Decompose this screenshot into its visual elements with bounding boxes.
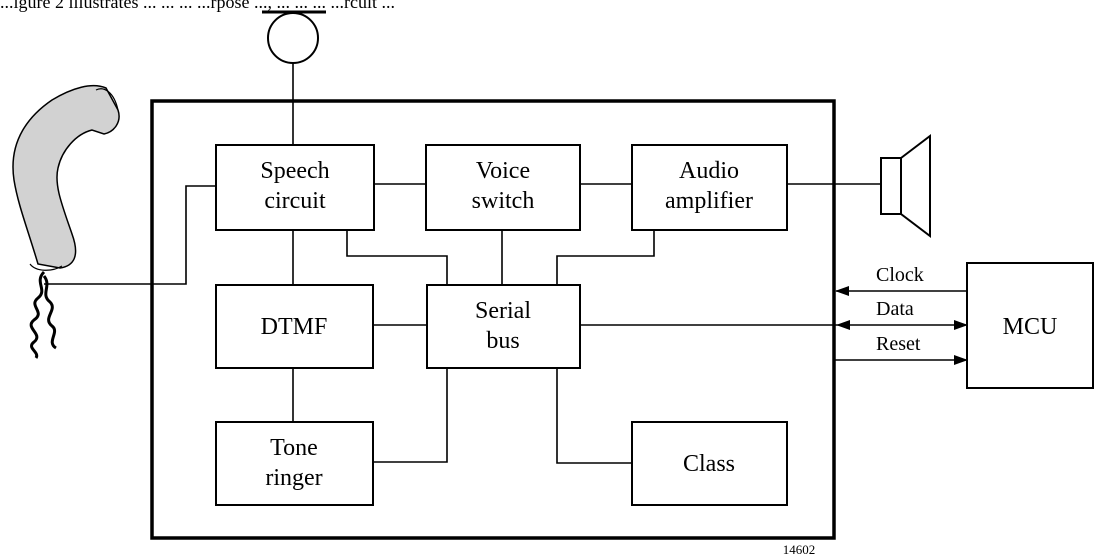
ic-boundary: [150, 99, 836, 540]
figure-caption: ...igure 2 illustrates ... ... ... ...rp…: [0, 0, 395, 12]
microphone-icon: [262, 10, 326, 64]
tone-ringer-block: Tone ringer: [215, 421, 374, 506]
class-block: Class: [631, 421, 788, 506]
dtmf-block: DTMF: [215, 284, 374, 369]
figure-number: 14602: [783, 542, 816, 557]
svg-text:Speech: Speech: [260, 158, 329, 184]
data-line-left-arrowhead: [836, 320, 850, 330]
svg-text:amplifier: amplifier: [665, 188, 753, 214]
svg-text:switch: switch: [472, 188, 535, 214]
svg-text:Audio: Audio: [679, 158, 739, 184]
svg-text:Class: Class: [683, 451, 735, 477]
loudspeaker-icon: [880, 133, 931, 239]
svg-text:ringer: ringer: [265, 465, 322, 491]
serial-bus-block: Serial bus: [426, 284, 581, 369]
internal-wiring: [292, 183, 655, 464]
svg-text:Voice: Voice: [476, 158, 530, 184]
data-label: Data: [876, 298, 914, 320]
speech-circuit-block: Speech circuit: [215, 144, 375, 231]
clock-label: Clock: [876, 264, 924, 286]
audio-amplifier-block: Audio amplifier: [631, 144, 788, 231]
svg-text:Serial: Serial: [475, 298, 531, 324]
handset-wire: [44, 185, 216, 285]
telephone-handset-icon: [12, 84, 120, 359]
svg-text:DTMF: DTMF: [261, 314, 328, 340]
svg-text:Tone: Tone: [270, 435, 318, 461]
voice-switch-block: Voice switch: [425, 144, 581, 231]
svg-text:MCU: MCU: [1003, 314, 1058, 340]
reset-label: Reset: [876, 333, 921, 355]
svg-text:circuit: circuit: [264, 188, 326, 214]
mcu-block: MCU: [966, 262, 1094, 389]
svg-text:bus: bus: [486, 328, 519, 354]
